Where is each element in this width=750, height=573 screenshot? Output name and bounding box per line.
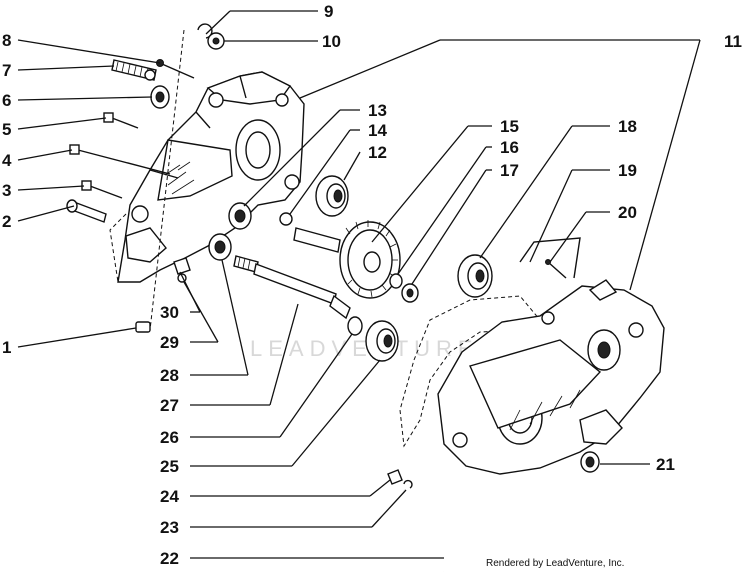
callout-18: 18 bbox=[618, 117, 637, 136]
render-credit: Rendered by LeadVenture, Inc. bbox=[486, 558, 624, 569]
callout-10: 10 bbox=[322, 32, 341, 51]
bushing-part-17[interactable] bbox=[401, 283, 419, 303]
bearing-part-12[interactable] bbox=[315, 175, 349, 217]
hose-part-22[interactable] bbox=[403, 488, 447, 573]
callout-1: 1 bbox=[2, 338, 11, 357]
callout-22: 22 bbox=[160, 549, 179, 568]
callout-29: 29 bbox=[160, 333, 179, 352]
callout-3: 3 bbox=[2, 181, 11, 200]
oring-part-26[interactable] bbox=[347, 316, 363, 336]
screw-part-8[interactable] bbox=[156, 59, 195, 79]
washer-part-21[interactable] bbox=[580, 451, 600, 473]
oil-seal-part-6[interactable] bbox=[150, 85, 170, 109]
callout-11: 11 bbox=[724, 32, 742, 51]
right-crankcase-half[interactable] bbox=[399, 279, 665, 475]
callout-21: 21 bbox=[656, 455, 675, 474]
washer-part-16[interactable] bbox=[389, 273, 403, 289]
bolt-part-2[interactable] bbox=[66, 199, 107, 223]
callout-23: 23 bbox=[160, 518, 179, 537]
callout-6: 6 bbox=[2, 91, 11, 110]
bearing-part-25[interactable] bbox=[365, 320, 399, 362]
callout-7: 7 bbox=[2, 61, 11, 80]
clamp-part-23[interactable] bbox=[403, 479, 413, 489]
callout-5: 5 bbox=[2, 120, 11, 139]
spring-part-19[interactable] bbox=[519, 237, 581, 279]
callout-9: 9 bbox=[324, 2, 333, 21]
gear-shaft-part-15[interactable] bbox=[293, 220, 401, 299]
drive-shaft-part-27[interactable] bbox=[233, 255, 351, 320]
leader-lines bbox=[17, 10, 701, 559]
bolt-part-3[interactable] bbox=[81, 180, 123, 199]
callout-16: 16 bbox=[500, 138, 519, 157]
callout-13: 13 bbox=[368, 101, 387, 120]
callout-12: 12 bbox=[368, 143, 387, 162]
dowel-part-1[interactable] bbox=[135, 321, 151, 333]
centerline-left bbox=[149, 29, 185, 331]
watermark: LEADVENTURE bbox=[250, 336, 479, 361]
nut-part-10[interactable] bbox=[207, 32, 225, 50]
callout-26: 26 bbox=[160, 428, 179, 447]
callout-28: 28 bbox=[160, 366, 179, 385]
callout-30: 30 bbox=[160, 303, 179, 322]
bearing-part-13[interactable] bbox=[228, 202, 252, 230]
callout-27: 27 bbox=[160, 396, 179, 415]
callout-24: 24 bbox=[160, 487, 179, 506]
plug-part-30[interactable] bbox=[173, 257, 191, 275]
callout-4: 4 bbox=[2, 151, 12, 170]
fitting-part-24[interactable] bbox=[387, 469, 403, 485]
ring-part-14[interactable] bbox=[279, 212, 293, 226]
callout-2: 2 bbox=[2, 212, 11, 231]
callout-14: 14 bbox=[368, 121, 387, 140]
callout-20: 20 bbox=[618, 203, 637, 222]
stud-part-7[interactable] bbox=[111, 59, 157, 81]
bearing-part-18[interactable] bbox=[457, 254, 493, 298]
callout-labels: 1 2 3 4 5 6 7 8 9 10 11 12 13 14 15 16 1… bbox=[2, 2, 742, 568]
bearing-part-28[interactable] bbox=[208, 233, 232, 261]
callout-17: 17 bbox=[500, 161, 519, 180]
bolt-part-4[interactable] bbox=[69, 144, 171, 175]
bolt-part-5[interactable] bbox=[103, 112, 139, 129]
callout-8: 8 bbox=[2, 31, 11, 50]
callout-25: 25 bbox=[160, 457, 179, 476]
callout-15: 15 bbox=[500, 117, 519, 136]
left-crankcase-half[interactable] bbox=[109, 71, 305, 283]
callout-19: 19 bbox=[618, 161, 637, 180]
